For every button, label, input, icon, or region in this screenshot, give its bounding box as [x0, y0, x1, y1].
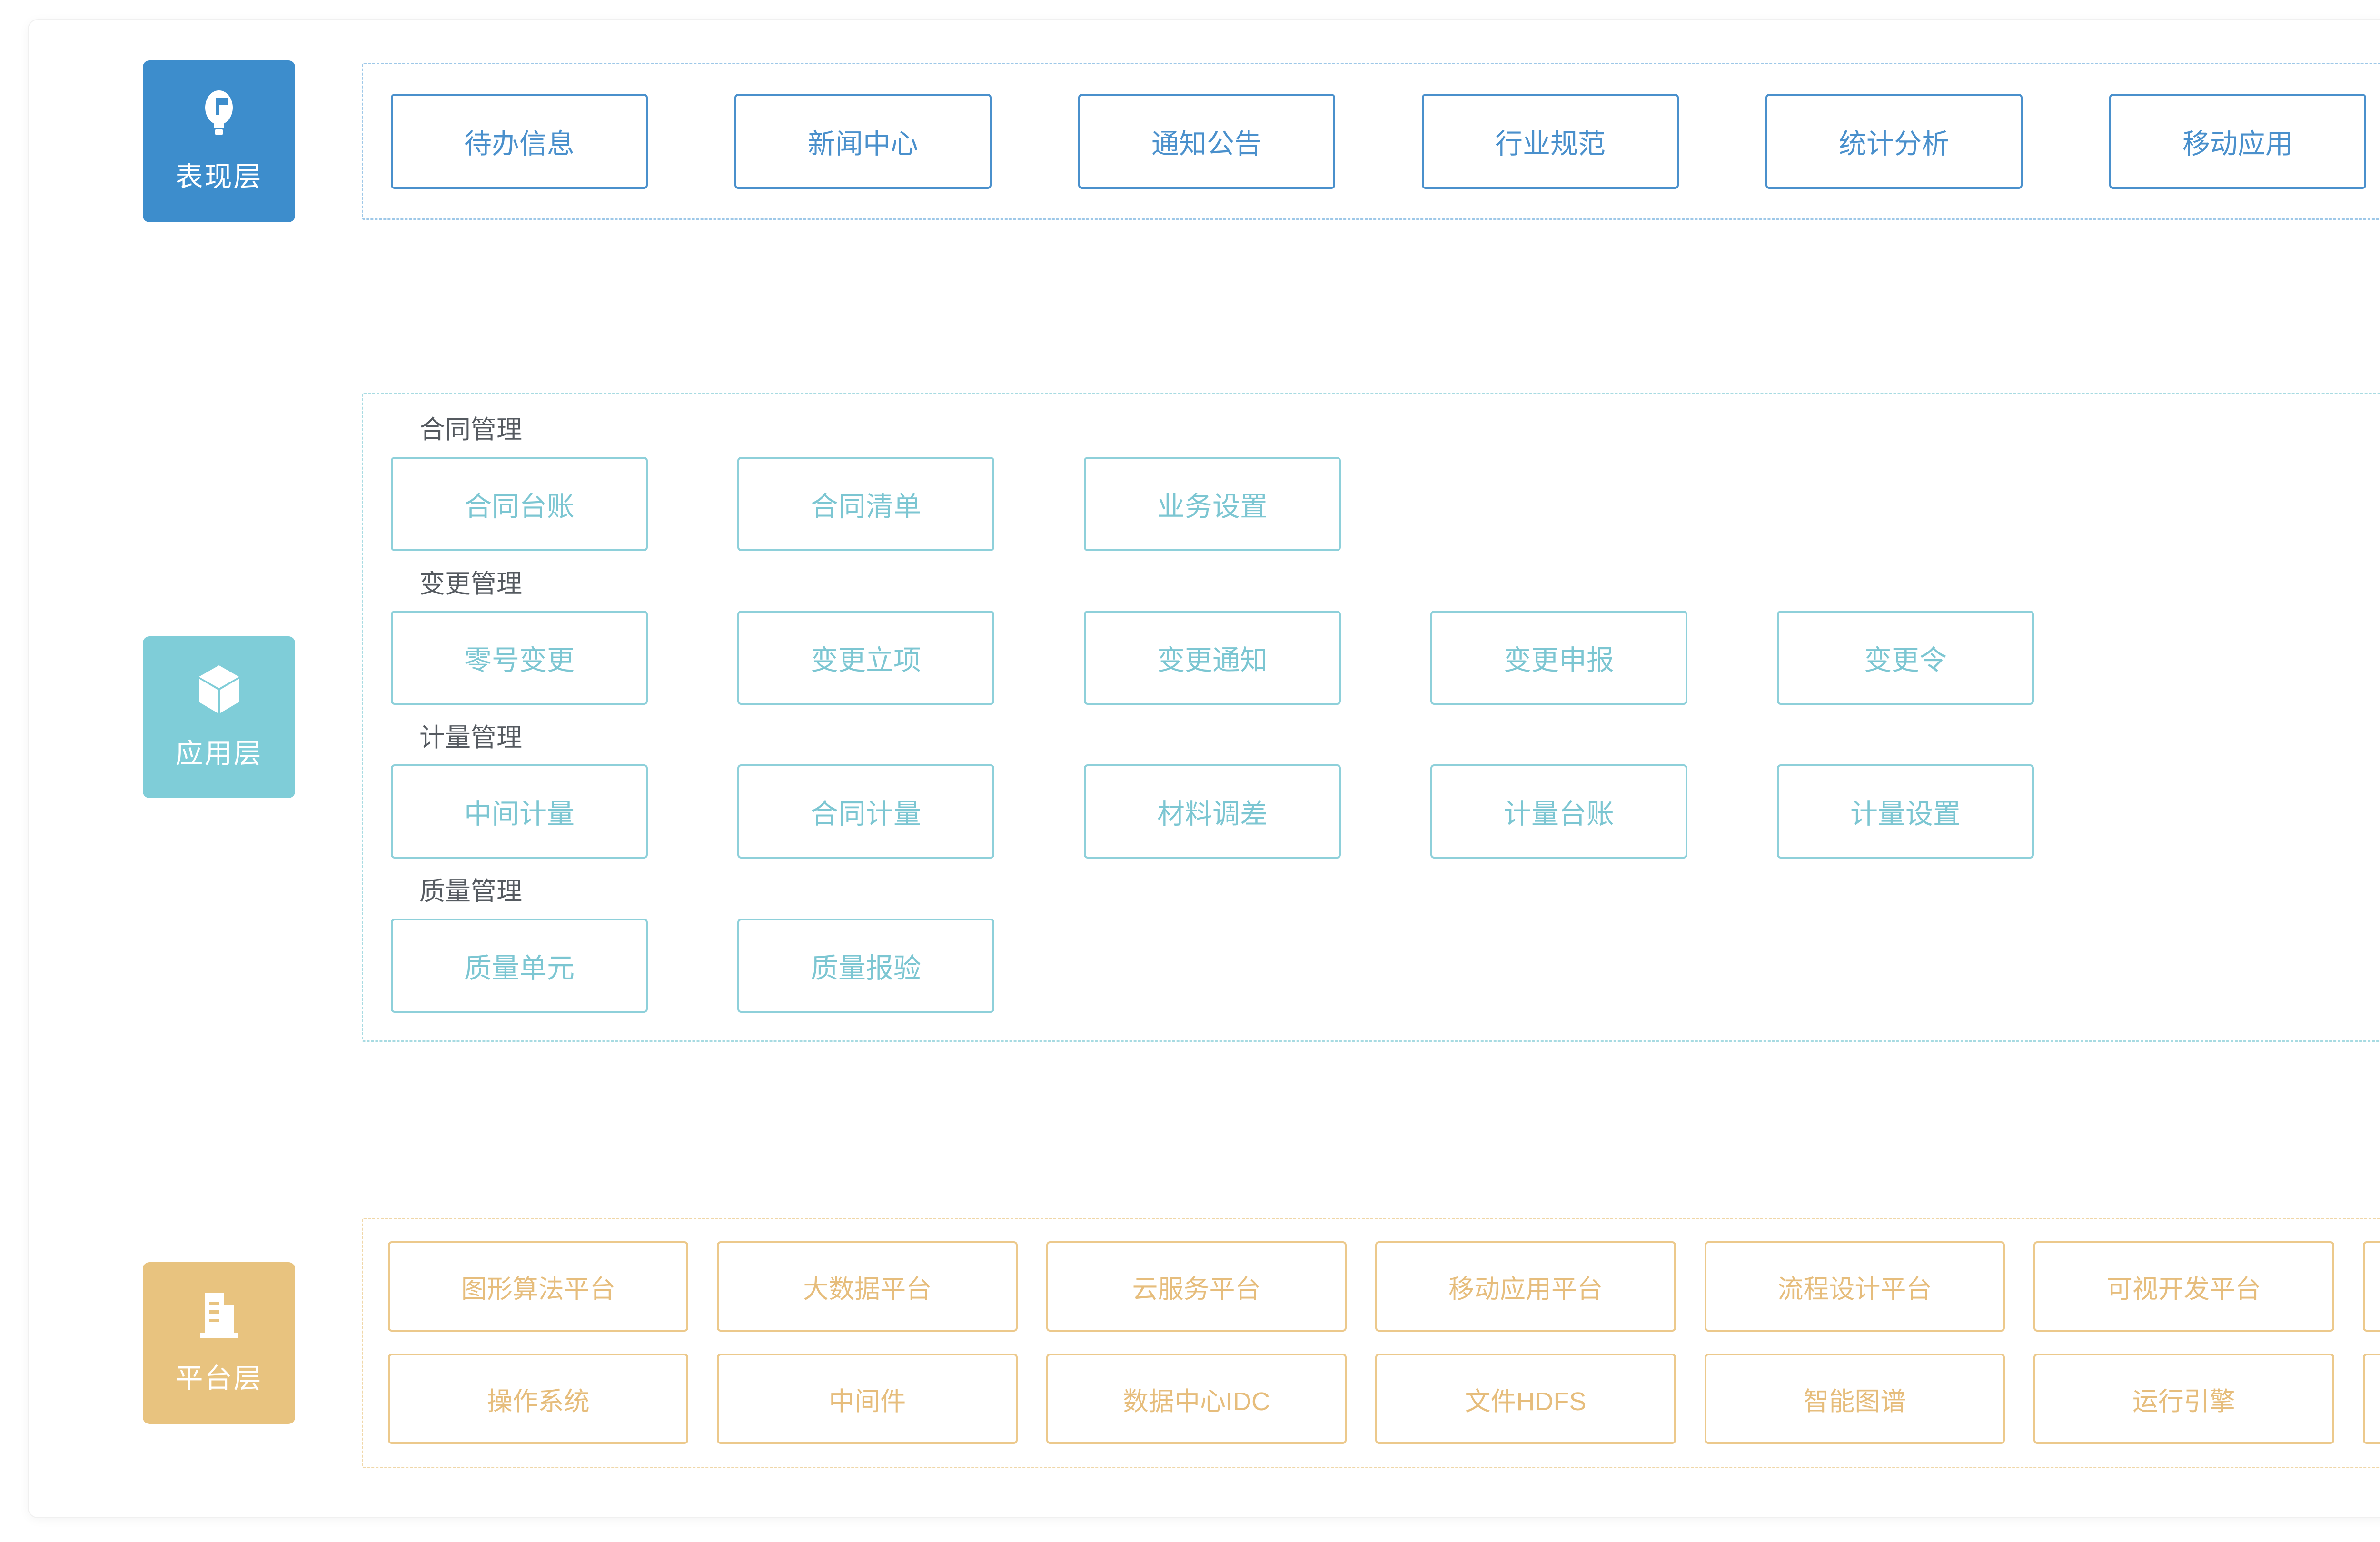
application-groups-container: 合同管理 合同台账 合同清单 业务设置 变更管理 零号变更 变更立项 变更通知 …: [362, 393, 2380, 1042]
application-item-1-4[interactable]: 变更令: [1777, 611, 2034, 705]
presentation-item-1[interactable]: 新闻中心: [734, 94, 992, 189]
application-item-2-0[interactable]: 中间计量: [391, 764, 648, 859]
application-layer-label: 应用层: [175, 738, 263, 769]
application-group-title-3: 质量管理: [419, 877, 522, 906]
platform-layer-label: 平台层: [175, 1363, 263, 1394]
application-item-3-0[interactable]: 质量单元: [391, 918, 648, 1013]
platform-row-0: 图形算法平台 大数据平台 云服务平台 移动应用平台 流程设计平台 可视开发平台 …: [388, 1241, 2380, 1332]
application-item-2-2[interactable]: 材料调差: [1084, 764, 1341, 859]
application-item-0-2[interactable]: 业务设置: [1084, 456, 1341, 551]
platform-item-1-2[interactable]: 数据中心IDC: [1046, 1354, 1347, 1444]
platform-item-1-0[interactable]: 操作系统: [388, 1354, 689, 1444]
presentation-layer-label: 表现层: [175, 161, 263, 192]
platform-item-0-4[interactable]: 流程设计平台: [1704, 1241, 2005, 1332]
presentation-item-2[interactable]: 通知公告: [1078, 94, 1335, 189]
platform-item-1-1[interactable]: 中间件: [717, 1354, 1018, 1444]
platform-item-1-4[interactable]: 智能图谱: [1704, 1354, 2005, 1444]
application-item-1-0[interactable]: 零号变更: [391, 611, 648, 705]
application-group-row-3: 质量单元 质量报验: [391, 918, 2380, 1013]
platform-item-0-5[interactable]: 可视开发平台: [2033, 1241, 2334, 1332]
application-group-row-2: 中间计量 合同计量 材料调差 计量台账 计量设置: [391, 764, 2380, 859]
application-layer-row: 应用层 合同管理 合同台账 合同清单 业务设置 变更管理 零号变更 变更立项 变…: [143, 298, 2380, 1136]
cube-icon: [196, 663, 242, 715]
platform-layer-badge[interactable]: 平台层: [143, 1262, 295, 1424]
platform-item-0-2[interactable]: 云服务平台: [1046, 1241, 1347, 1332]
application-item-2-3[interactable]: 计量台账: [1430, 764, 1687, 859]
application-group-row-1: 零号变更 变更立项 变更通知 变更申报 变更令: [391, 611, 2380, 705]
application-item-2-1[interactable]: 合同计量: [737, 764, 994, 859]
platform-item-1-3[interactable]: 文件HDFS: [1375, 1354, 1676, 1444]
application-group-row-0: 合同台账 合同清单 业务设置: [391, 456, 2380, 551]
platform-item-1-6[interactable]: 信息安全: [2362, 1354, 2380, 1444]
application-group-title-0: 合同管理: [419, 415, 522, 445]
application-item-2-4[interactable]: 计量设置: [1777, 764, 2034, 859]
presentation-item-0[interactable]: 待办信息: [391, 94, 648, 189]
platform-row-1: 操作系统 中间件 数据中心IDC 文件HDFS 智能图谱 运行引擎 信息安全: [388, 1354, 2380, 1444]
presentation-item-3[interactable]: 行业规范: [1422, 94, 1679, 189]
application-item-1-3[interactable]: 变更申报: [1430, 611, 1687, 705]
platform-items-container: 图形算法平台 大数据平台 云服务平台 移动应用平台 流程设计平台 可视开发平台 …: [362, 1218, 2380, 1468]
platform-item-0-0[interactable]: 图形算法平台: [388, 1241, 689, 1332]
platform-item-0-6[interactable]: 系统集成平台: [2362, 1241, 2380, 1332]
application-layer-badge[interactable]: 应用层: [143, 636, 295, 798]
lightbulb-icon: [199, 89, 239, 138]
platform-item-0-3[interactable]: 移动应用平台: [1375, 1241, 1676, 1332]
application-item-0-1[interactable]: 合同清单: [737, 456, 994, 551]
presentation-item-4[interactable]: 统计分析: [1765, 94, 2023, 189]
application-group-title-2: 计量管理: [419, 723, 522, 752]
application-group-title-1: 变更管理: [419, 569, 522, 598]
presentation-layer-row: 表现层 待办信息 新闻中心 通知公告 行业规范 统计分析 移动应用: [143, 46, 2380, 237]
platform-item-1-5[interactable]: 运行引擎: [2033, 1354, 2334, 1444]
architecture-diagram-card: 表现层 待办信息 新闻中心 通知公告 行业规范 统计分析 移动应用 应用层: [28, 19, 2380, 1518]
platform-item-0-1[interactable]: 大数据平台: [717, 1241, 1018, 1332]
application-item-0-0[interactable]: 合同台账: [391, 456, 648, 551]
building-icon: [196, 1290, 242, 1340]
presentation-items-container: 待办信息 新闻中心 通知公告 行业规范 统计分析 移动应用: [362, 63, 2380, 220]
presentation-layer-badge[interactable]: 表现层: [143, 60, 295, 222]
application-item-1-2[interactable]: 变更通知: [1084, 611, 1341, 705]
presentation-item-5[interactable]: 移动应用: [2109, 94, 2366, 189]
application-item-3-1[interactable]: 质量报验: [737, 918, 994, 1013]
platform-layer-row: 平台层 图形算法平台 大数据平台 云服务平台 移动应用平台 流程设计平台 可视开…: [143, 1196, 2380, 1491]
application-item-1-1[interactable]: 变更立项: [737, 611, 994, 705]
